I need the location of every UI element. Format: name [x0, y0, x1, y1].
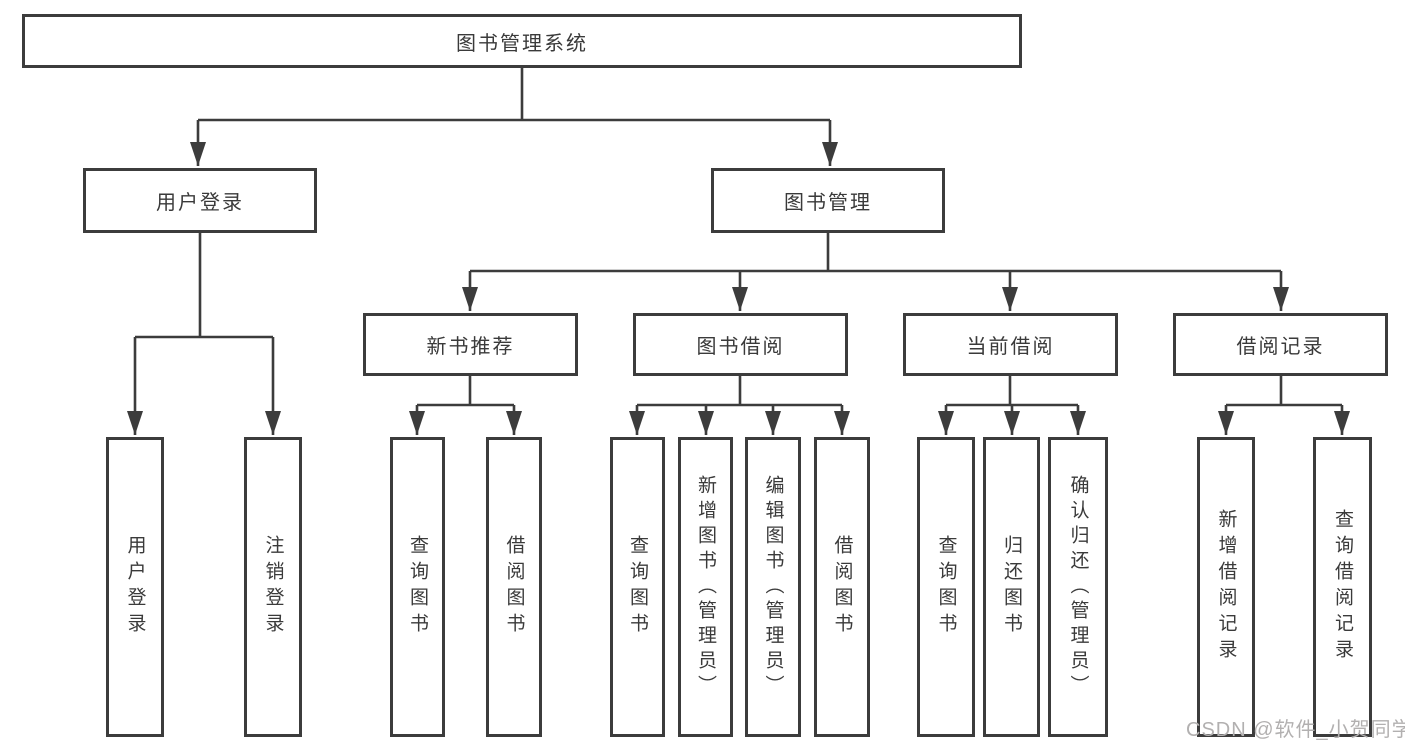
leaf-borrow-books-recommend: 借阅图书	[486, 437, 542, 737]
node-book-borrowing: 图书借阅	[633, 313, 848, 376]
connectors-new-book-recommend	[409, 376, 522, 435]
node-user-login-label: 用户登录	[156, 192, 244, 214]
node-root-label: 图书管理系统	[456, 32, 588, 55]
node-book-management: 图书管理	[711, 168, 945, 233]
csdn-watermark: CSDN @软件_小贺同学	[1186, 719, 1405, 741]
node-borrowing-records: 借阅记录	[1173, 313, 1388, 376]
connectors-book-management	[462, 233, 1289, 311]
node-current-borrowing: 当前借阅	[903, 313, 1118, 376]
leaf-confirm-return-admin: 确认归还（管理员）	[1048, 437, 1108, 737]
leaf-query-books-current: 查询图书	[917, 437, 975, 737]
leaf-borrow-books-borrowing: 借阅图书	[814, 437, 870, 737]
leaf-edit-book-admin: 编辑图书（管理员）	[745, 437, 801, 737]
leaf-query-books-recommend: 查询图书	[390, 437, 445, 737]
leaf-query-borrow-record: 查询借阅记录	[1313, 437, 1372, 737]
node-user-login: 用户登录	[83, 168, 317, 233]
leaf-user-login: 用户登录	[106, 437, 164, 737]
leaf-add-borrow-record: 新增借阅记录	[1197, 437, 1255, 737]
connectors-current-borrowing	[938, 376, 1086, 435]
node-book-management-label: 图书管理	[784, 192, 872, 214]
node-new-book-recommend: 新书推荐	[363, 313, 578, 376]
connectors-root	[190, 68, 838, 166]
connectors-borrowing-records	[1218, 376, 1350, 435]
node-root: 图书管理系统	[22, 14, 1022, 68]
leaf-add-book-admin: 新增图书（管理员）	[678, 437, 733, 737]
connectors-book-borrowing	[629, 376, 850, 435]
leaf-return-books: 归还图书	[983, 437, 1040, 737]
leaf-logout: 注销登录	[244, 437, 302, 737]
connectors-user-login	[127, 233, 281, 435]
leaf-query-books-borrowing: 查询图书	[610, 437, 665, 737]
